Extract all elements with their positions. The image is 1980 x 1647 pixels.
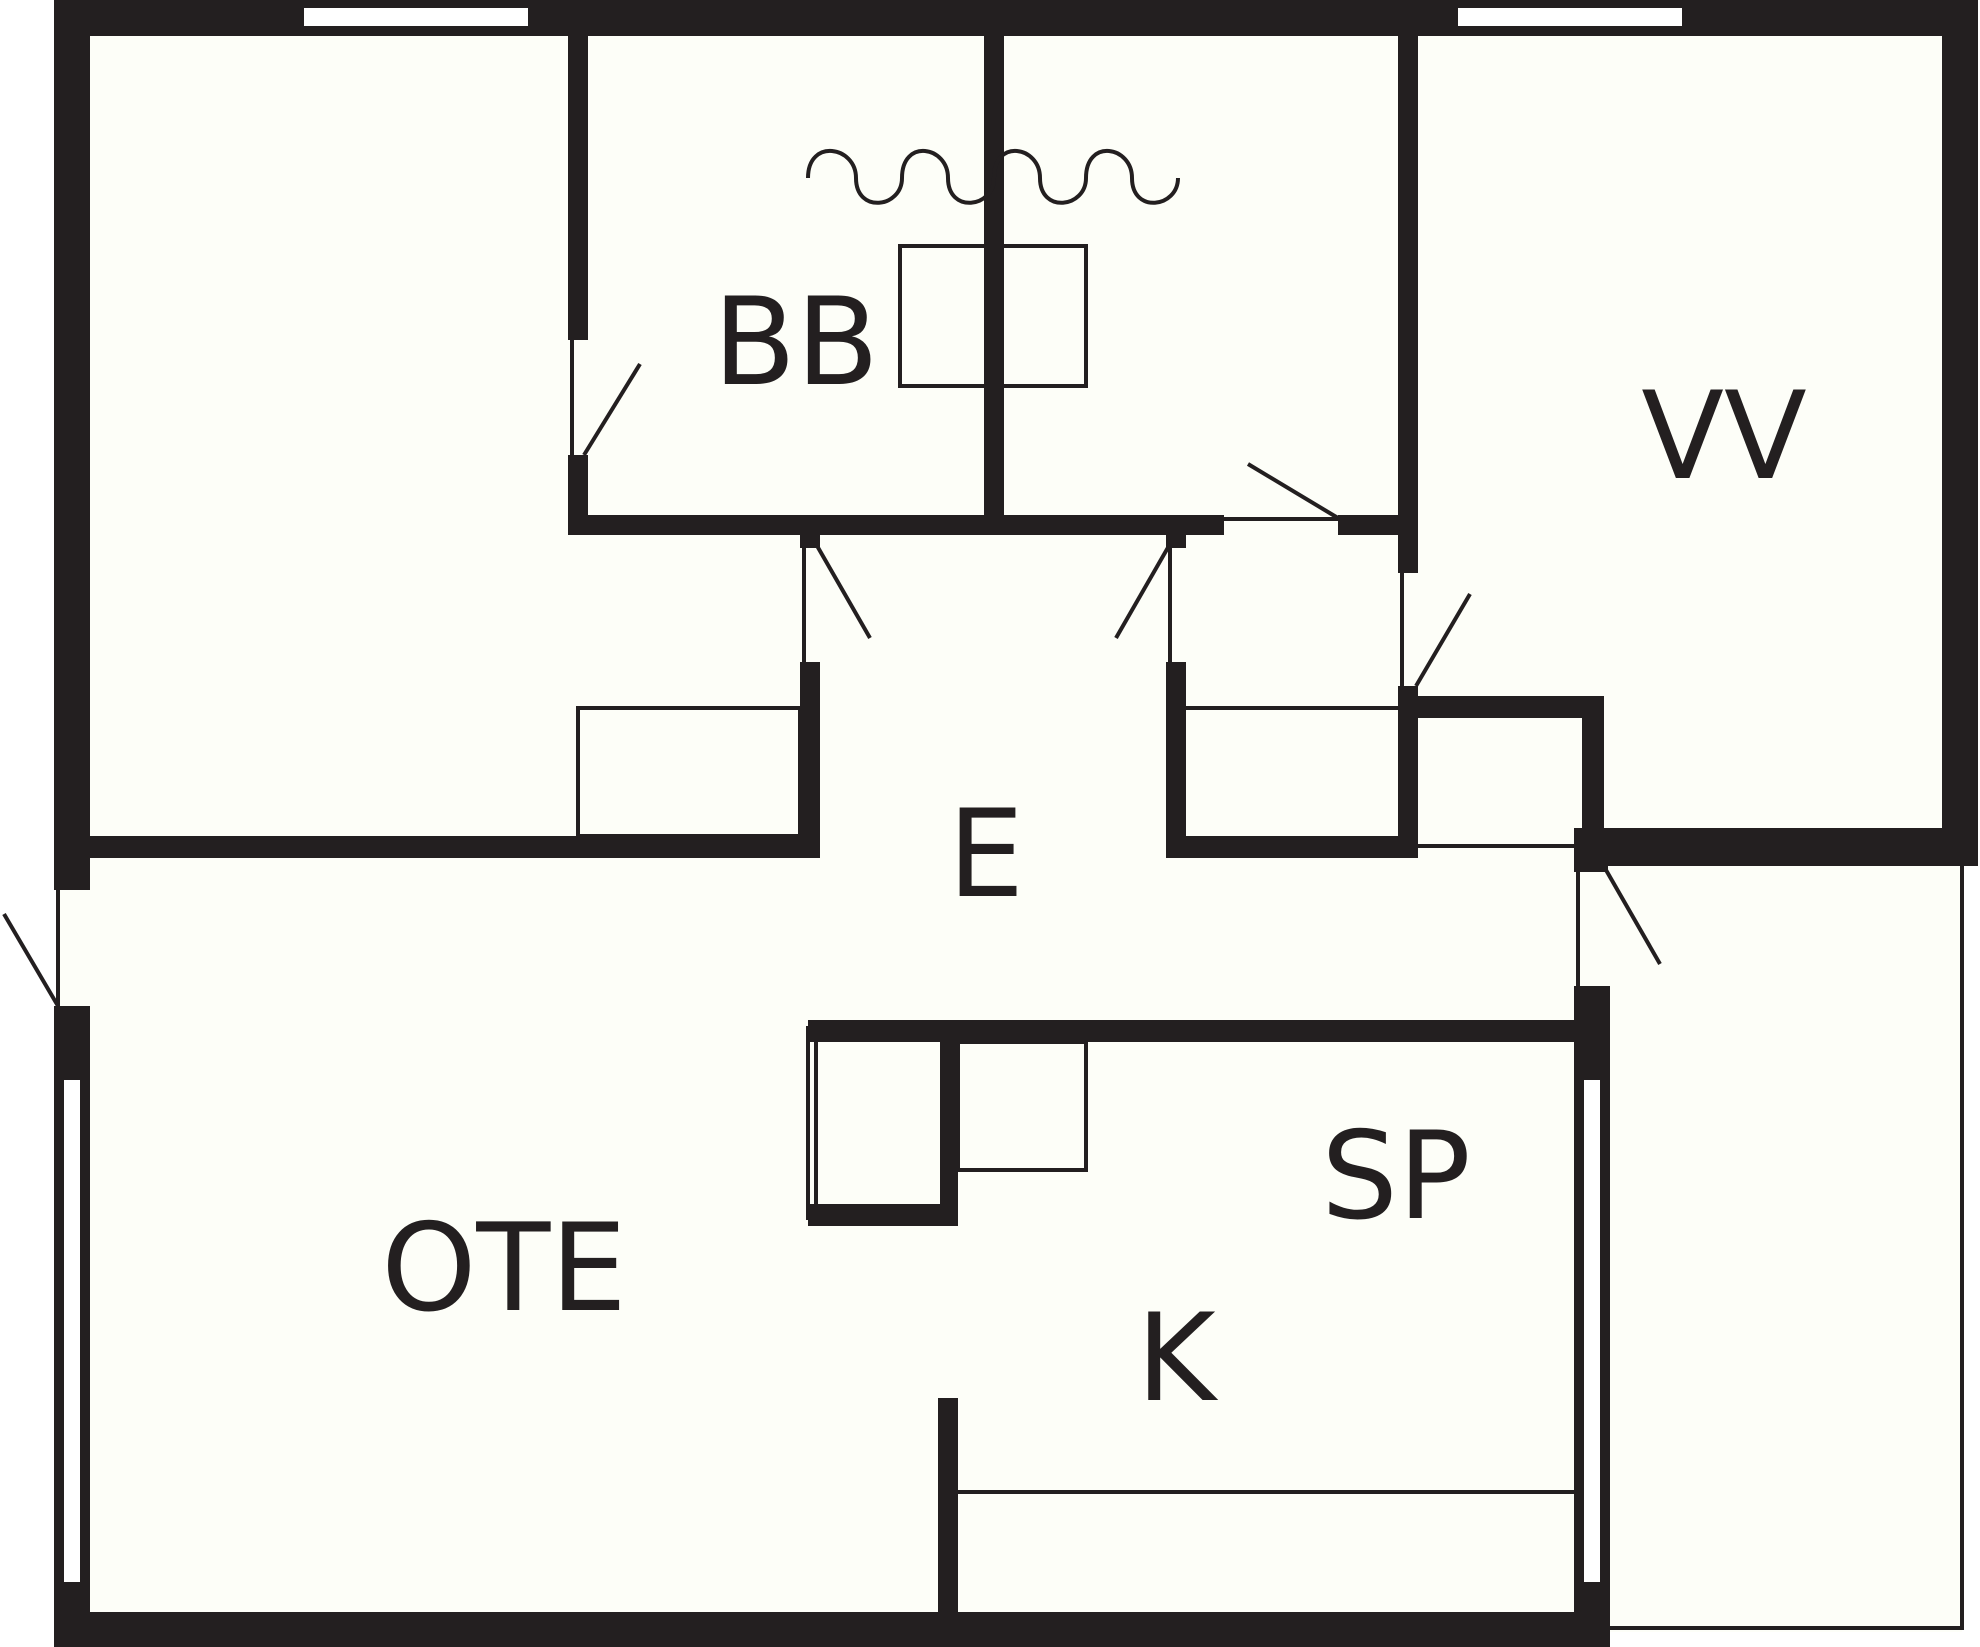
window-kitchen [1580, 1076, 1604, 1586]
room-labels: BB VV E SP OTE K [381, 272, 1807, 1429]
room-label-sp: SP [1321, 1106, 1471, 1247]
outer-wall-right [1942, 0, 1978, 866]
outer-wall-left-upper [54, 0, 90, 890]
window-top-right [1454, 4, 1686, 30]
curtain-wave [806, 148, 1180, 205]
fixtures [2, 4, 1964, 1630]
room-label-k: K [1136, 1288, 1218, 1429]
outer-wall-bottom [54, 1612, 1610, 1647]
room-label-bb: BB [713, 272, 879, 413]
window-left [60, 1076, 84, 1586]
room-label-ote: OTE [381, 1198, 627, 1339]
floor-area [56, 16, 1962, 1640]
room-label-vv: VV [1641, 366, 1807, 507]
window-top-left [300, 4, 532, 30]
room-label-e: E [948, 784, 1024, 925]
